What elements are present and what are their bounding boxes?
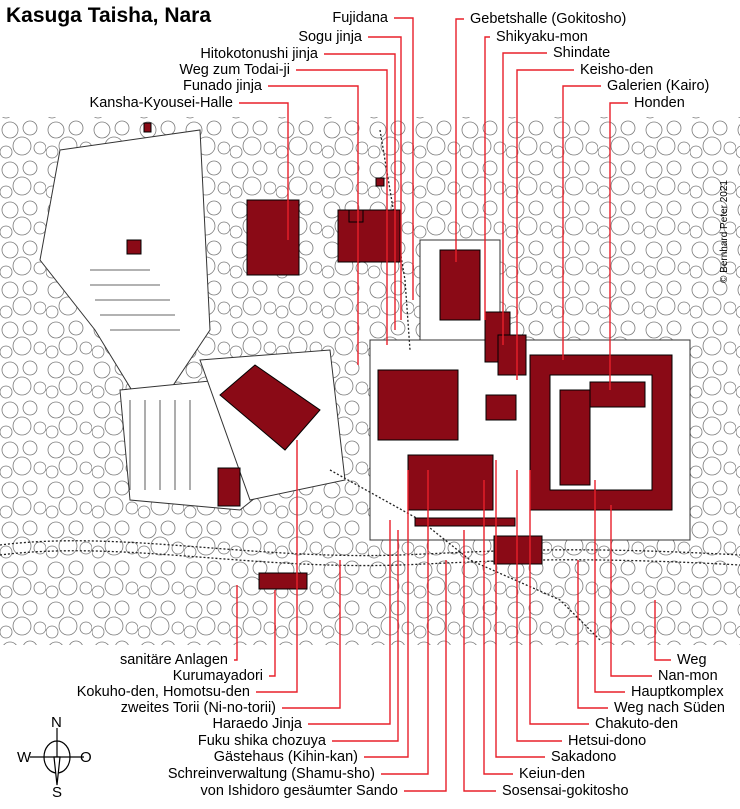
callout-label: Keisho-den xyxy=(580,62,654,78)
leader-line xyxy=(609,102,628,390)
compass-north: N xyxy=(51,714,62,731)
callout-label: Hauptkomplex xyxy=(631,684,724,700)
callout-label: von Ishidoro gesäumter Sando xyxy=(200,783,399,799)
leader-line xyxy=(381,470,429,775)
leader-line xyxy=(269,590,276,677)
callout-label: Galerien (Kairo) xyxy=(607,78,710,94)
leader-line xyxy=(516,470,562,742)
leader-line xyxy=(324,53,396,330)
callout-label: Funado jinja xyxy=(183,78,262,94)
parking-lines xyxy=(90,269,191,490)
leader-line xyxy=(282,560,341,709)
compass-south: S xyxy=(52,784,63,801)
leader-line xyxy=(239,102,289,240)
leader-line xyxy=(529,470,589,725)
compass-east: O xyxy=(80,749,92,766)
leader-line xyxy=(483,480,513,775)
compass-west: W xyxy=(17,749,32,766)
callout-label: Honden xyxy=(634,95,685,111)
callout-label: Sakadono xyxy=(551,749,617,765)
leader-line xyxy=(394,17,414,300)
callout-label: Schreinverwaltung (Shamu-sho) xyxy=(167,766,375,782)
callout-label: Shikyaku-mon xyxy=(496,29,588,45)
forest-area xyxy=(0,117,740,645)
leader-line xyxy=(463,530,496,792)
paths xyxy=(0,129,740,641)
leader-line xyxy=(404,560,447,792)
leader-line xyxy=(268,85,359,365)
callout-label: Sogu jinja xyxy=(298,29,362,45)
callout-label: Keiun-den xyxy=(519,766,586,782)
leader-line xyxy=(562,85,601,360)
callout-label: Weg zum Todai-ji xyxy=(179,62,290,78)
callout-label: Sosensai-gokitosho xyxy=(502,783,629,799)
leader-line xyxy=(502,52,547,345)
callout-label: Kansha-Kyousei-Halle xyxy=(89,95,233,111)
leader-line xyxy=(308,520,391,725)
callout-label: sanitäre Anlagen xyxy=(119,652,228,668)
leader-line xyxy=(484,36,490,320)
credit-text: © Bernhard Peter 2021 xyxy=(719,180,730,283)
leader-line xyxy=(455,18,464,262)
callout-label: Kokuho-den, Homotsu-den xyxy=(76,684,250,700)
leader-lines xyxy=(234,17,671,792)
callout-label: Haraedo Jinja xyxy=(212,716,302,732)
callout-label: Fujidana xyxy=(332,10,388,26)
callout-label: Shindate xyxy=(553,45,611,61)
leader-line xyxy=(495,460,545,758)
leader-line xyxy=(296,69,388,345)
leader-line xyxy=(654,600,671,661)
leader-line xyxy=(577,560,608,709)
leader-line xyxy=(332,530,399,742)
leader-line xyxy=(256,440,298,693)
leader-line xyxy=(610,505,652,677)
leader-line xyxy=(368,36,402,320)
callout-label: Weg nach Süden xyxy=(614,700,725,716)
callout-label: Hetsui-dono xyxy=(568,733,647,749)
callout-label: Gebetshalle (Gokitosho) xyxy=(470,11,627,27)
map-title: Kasuga Taisha, Nara xyxy=(6,4,212,27)
leader-line xyxy=(594,480,625,693)
callout-label: Nan-mon xyxy=(658,668,718,684)
callout-label: Chakuto-den xyxy=(595,716,679,732)
leader-line xyxy=(364,470,409,758)
callout-label: Kurumayadori xyxy=(172,668,263,684)
callout-label: Weg xyxy=(677,652,707,668)
buildings xyxy=(126,122,673,590)
leader-line xyxy=(516,69,574,380)
compass-rose xyxy=(30,728,84,786)
callout-label: Gästehaus (Kihin-kan) xyxy=(213,749,358,765)
leader-line xyxy=(234,585,238,661)
callout-label: Hitokotonushi jinja xyxy=(200,46,318,62)
callout-label: zweites Torii (Ni-no-torii) xyxy=(120,700,276,716)
callout-label: Fuku shika chozuya xyxy=(197,733,326,749)
